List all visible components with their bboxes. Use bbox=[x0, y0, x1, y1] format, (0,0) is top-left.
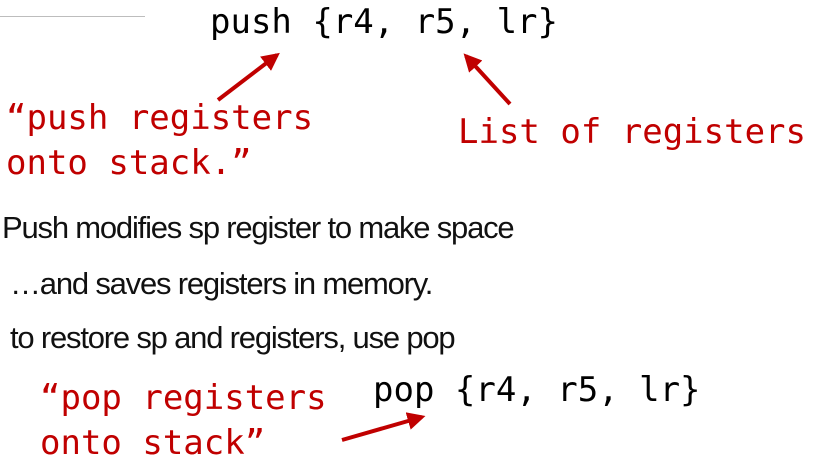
pop-arrow bbox=[341, 412, 426, 442]
register-list-annotation: List of registers bbox=[458, 112, 806, 152]
push-arrow bbox=[216, 52, 280, 102]
push-instruction: push {r4, r5, lr} bbox=[210, 2, 558, 42]
register-list-arrow bbox=[463, 53, 512, 106]
bullet-line-3: to restore sp and registers, use pop bbox=[10, 320, 456, 355]
pop-annotation-line-2: onto stack” bbox=[40, 423, 266, 463]
bullet-line-2: …and saves registers in memory. bbox=[10, 266, 433, 301]
push-annotation-line-2: onto stack.” bbox=[6, 143, 252, 183]
bullet-line-1: Push modifies sp register to make space bbox=[2, 210, 515, 245]
pop-instruction: pop {r4, r5, lr} bbox=[373, 370, 701, 410]
push-annotation-line-1: “push registers bbox=[6, 98, 314, 138]
top-divider bbox=[0, 16, 145, 17]
pop-annotation-line-1: “pop registers bbox=[40, 378, 327, 418]
